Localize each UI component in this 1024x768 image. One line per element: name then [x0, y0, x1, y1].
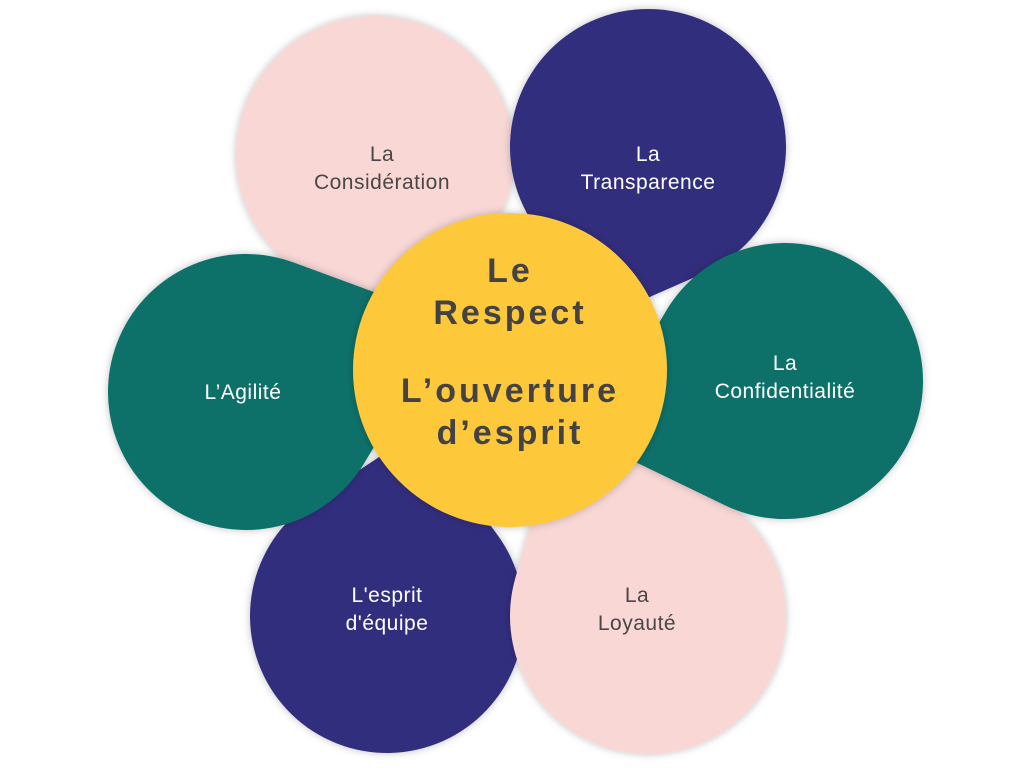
petal-label-line: Transparence: [580, 171, 716, 194]
center-line: d’esprit: [436, 414, 584, 452]
center-line: Le: [487, 252, 533, 290]
petal-label-line: La: [635, 143, 661, 166]
petal-label-esprit-equipe: L'esprit d'équipe: [277, 582, 497, 638]
center-line: Respect: [433, 294, 587, 332]
center-circle: [353, 213, 667, 527]
petal-2: [590, 243, 923, 519]
petal-label-line: La: [772, 352, 798, 375]
petal-label-line: L'esprit: [351, 584, 423, 607]
petal-label-line: Confidentialité: [714, 380, 856, 403]
petal-label-line: La: [369, 143, 395, 166]
petal-label-line: L’Agilité: [204, 381, 282, 404]
petal-label-line: d'équipe: [345, 612, 429, 635]
center-line: L’ouverture: [400, 372, 620, 410]
petal-label-line: Loyauté: [597, 612, 677, 635]
petal-label-consideration: La Considération: [272, 141, 492, 197]
petal-label-line: La: [624, 584, 650, 607]
center-label: Le Respect L’ouverture d’esprit: [360, 250, 660, 454]
petal-label-agilite: L’Agilité: [133, 379, 353, 407]
petal-label-confidentialite: La Confidentialité: [675, 350, 895, 406]
petal-label-transparence: La Transparence: [538, 141, 758, 197]
petal-label-loyaute: La Loyauté: [527, 582, 747, 638]
petal-label-line: Considération: [313, 171, 451, 194]
